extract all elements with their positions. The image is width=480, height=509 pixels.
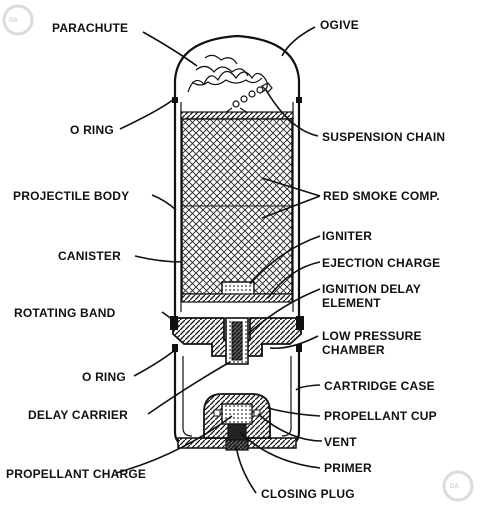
ejection-charge-shape bbox=[181, 293, 293, 303]
projectile-drawing bbox=[170, 34, 304, 451]
label-o-ring-bottom: O RING bbox=[82, 370, 126, 384]
label-closing-plug: CLOSING PLUG bbox=[261, 487, 355, 501]
label-propellant-cup: PROPELLANT CUP bbox=[324, 409, 437, 423]
label-propellant-charge: PROPELLANT CHARGE bbox=[6, 467, 146, 481]
label-projectile-body: PROJECTILE BODY bbox=[13, 189, 129, 203]
parachute-folds bbox=[187, 54, 268, 93]
suspension-chain bbox=[223, 82, 273, 114]
label-ignition-delay-line2: ELEMENT bbox=[322, 296, 381, 310]
ogive-dome bbox=[173, 34, 301, 100]
label-rotating-band: ROTATING BAND bbox=[14, 306, 116, 320]
label-ignition-delay-line1: IGNITION DELAY bbox=[322, 282, 421, 296]
label-cartridge-case: CARTRIDGE CASE bbox=[324, 379, 435, 393]
label-ogive: OGIVE bbox=[320, 18, 359, 32]
label-primer: PRIMER bbox=[324, 461, 372, 475]
label-igniter: IGNITER bbox=[322, 229, 372, 243]
label-ejection-charge: EJECTION CHARGE bbox=[322, 256, 440, 270]
label-vent: VENT bbox=[324, 435, 357, 449]
watermark-bottom-right: DA bbox=[442, 470, 474, 502]
label-low-pressure-line2: CHAMBER bbox=[322, 343, 385, 357]
primer-shape bbox=[227, 423, 247, 441]
labels: PARACHUTE OGIVE O RING SUSPENSION CHAIN … bbox=[6, 18, 445, 501]
label-low-pressure-line1: LOW PRESSURE bbox=[322, 329, 422, 343]
label-delay-carrier: DELAY CARRIER bbox=[28, 408, 128, 422]
o-ring-bottom-shape bbox=[172, 344, 178, 352]
svg-text:DA: DA bbox=[450, 484, 459, 490]
label-parachute: PARACHUTE bbox=[52, 21, 128, 35]
svg-text:DA: DA bbox=[9, 18, 18, 24]
leader-lines bbox=[115, 26, 323, 494]
label-o-ring-top: O RING bbox=[70, 123, 114, 137]
label-suspension-chain: SUSPENSION CHAIN bbox=[322, 130, 445, 144]
label-red-smoke-comp: RED SMOKE COMP. bbox=[323, 189, 440, 203]
label-canister: CANISTER bbox=[58, 249, 121, 263]
rotating-band-shape bbox=[170, 316, 178, 330]
watermark-top-left: DA bbox=[2, 4, 34, 36]
